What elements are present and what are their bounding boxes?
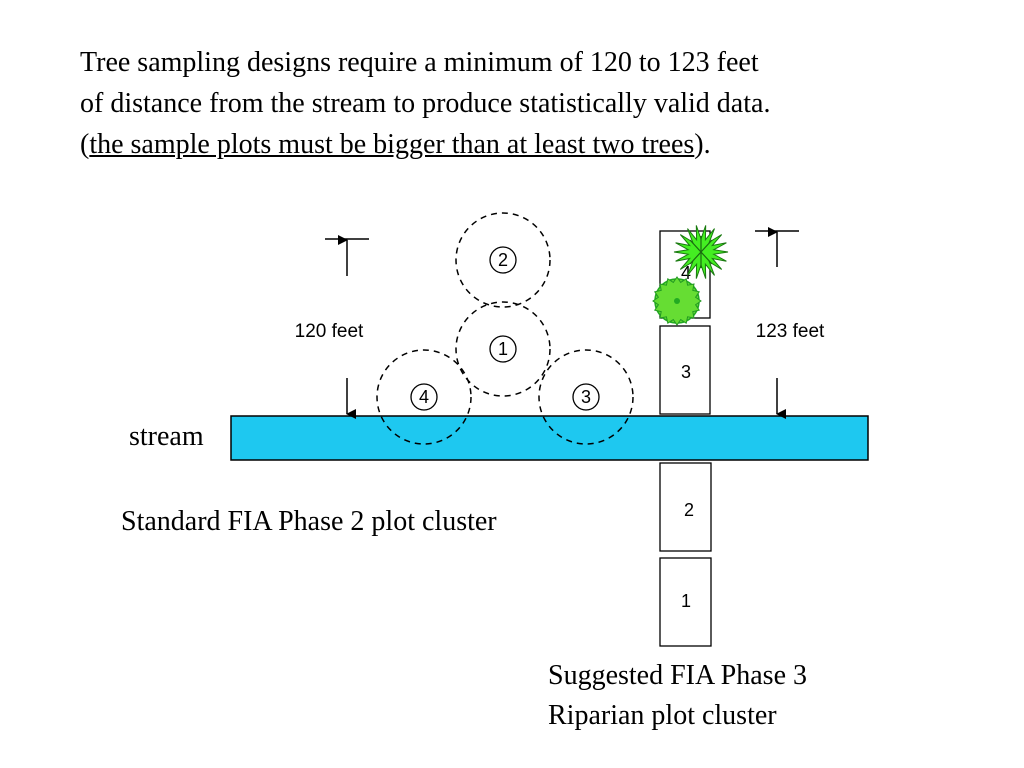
height-dimension-120 xyxy=(325,235,369,419)
standard-plot-1-center xyxy=(489,335,517,363)
standard-cluster-caption: Standard FIA Phase 2 plot cluster xyxy=(121,506,497,537)
round-tree-icon xyxy=(652,276,702,326)
riparian-plot-1-label: 1 xyxy=(681,591,691,611)
height-dimension-123 xyxy=(755,227,799,419)
standard-plot-2-label: 2 xyxy=(498,250,508,270)
riparian-cluster-caption-line-2: Riparian plot cluster xyxy=(548,700,777,731)
riparian-plot-3-label: 3 xyxy=(681,362,691,382)
riparian-plot-2-label: 2 xyxy=(684,500,694,520)
standard-plot-3-label: 3 xyxy=(581,387,591,407)
standard-plot-3-center xyxy=(572,383,600,411)
intro-close-paren: ). xyxy=(694,129,711,160)
standard-plot-4-label: 4 xyxy=(419,387,429,407)
stream-band xyxy=(230,415,869,461)
riparian-plot-cluster xyxy=(659,230,712,647)
intro-line-2: of distance from the stream to produce s… xyxy=(80,88,771,119)
height-label-120: 120 feet xyxy=(295,321,364,342)
standard-plot-4-center xyxy=(410,383,438,411)
intro-open-paren: ( xyxy=(80,129,90,160)
intro-underlined-text: the sample plots must be bigger than at … xyxy=(89,129,695,160)
standard-plot-cluster xyxy=(376,212,634,445)
riparian-plot-4-label: 4 xyxy=(681,263,691,283)
riparian-plot-2-box xyxy=(659,462,712,552)
standard-plot-2-boundary xyxy=(455,212,551,308)
standard-plot-4-boundary xyxy=(376,349,472,445)
height-label-123: 123 feet xyxy=(756,321,825,342)
stream-label: stream xyxy=(129,421,204,452)
standard-plot-2-center xyxy=(489,246,517,274)
riparian-cluster-caption-line-1: Suggested FIA Phase 3 xyxy=(548,660,807,691)
intro-line-1: Tree sampling designs require a minimum … xyxy=(80,47,759,78)
spiky-tree-icon xyxy=(673,225,729,279)
standard-plot-1-boundary xyxy=(455,301,551,397)
riparian-plot-1-box xyxy=(659,557,712,647)
intro-line-3: (the sample plots must be bigger than at… xyxy=(80,124,960,165)
riparian-plot-3-box xyxy=(659,325,711,415)
standard-plot-3-boundary xyxy=(538,349,634,445)
standard-plot-1-label: 1 xyxy=(498,339,508,359)
intro-text: Tree sampling designs require a minimum … xyxy=(80,42,960,165)
